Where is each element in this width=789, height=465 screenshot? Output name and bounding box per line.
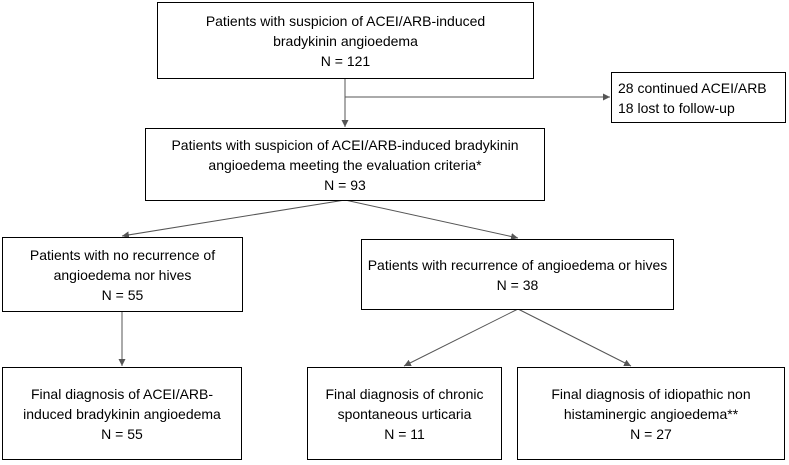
node-text-line: bradykinin angioedema	[273, 32, 418, 49]
node-excluded: 28 continued ACEI/ARB 18 lost to follow-…	[611, 72, 786, 123]
node-final-acei-arb: Final diagnosis of ACEI/ARB- induced bra…	[2, 367, 242, 460]
node-text-line: N = 121	[320, 52, 371, 69]
node-text-line: 28 continued ACEI/ARB	[618, 79, 767, 96]
node-text-line: Final diagnosis of chronic	[325, 385, 484, 402]
node-text-line: spontaneous urticaria	[337, 405, 472, 422]
node-final-idiopathic-angioedema: Final diagnosis of idiopathic non histam…	[517, 367, 785, 460]
arrow-evaluated-to-recurrence	[344, 199, 519, 240]
node-final-chronic-urticaria: Final diagnosis of chronic spontaneous u…	[307, 367, 502, 460]
node-text-line: 18 lost to follow-up	[618, 99, 735, 116]
node-text-line: N = 55	[101, 425, 143, 442]
node-no-recurrence: Patients with no recurrence of angioedem…	[2, 237, 243, 312]
node-text-line: Patients with recurrence of angioedema o…	[367, 256, 668, 273]
arrow-recurrence-to-final-csu	[403, 308, 519, 367]
node-text-line: Patients with suspicion of ACEI/ARB-indu…	[171, 136, 519, 153]
arrow-evaluated-to-no-recurrence	[121, 199, 346, 239]
node-text-line: angioedema meeting the evaluation criter…	[208, 156, 482, 173]
node-text-line: N = 11	[384, 425, 425, 442]
node-text-line: N = 55	[101, 286, 144, 303]
node-text-line: Final diagnosis of idiopathic non	[551, 385, 751, 402]
node-text-line: histaminergic angioedema**	[563, 405, 739, 422]
arrow-recurrence-to-final-idiopathic	[517, 308, 632, 367]
node-text-line: angioedema nor hives	[53, 266, 192, 283]
node-text-line: Patients with no recurrence of	[29, 246, 216, 263]
node-recurrence: Patients with recurrence of angioedema o…	[361, 239, 674, 310]
node-evaluation-criteria: Patients with suspicion of ACEI/ARB-indu…	[145, 128, 545, 201]
node-text-line: N = 27	[630, 425, 672, 442]
node-text-line: induced bradykinin angioedema	[23, 405, 221, 422]
node-initial-suspicion: Patients with suspicion of ACEI/ARB-indu…	[157, 2, 534, 79]
node-text-line: N = 93	[324, 176, 366, 193]
node-text-line: Final diagnosis of ACEI/ARB-	[30, 385, 214, 402]
node-text-line: N = 38	[496, 276, 539, 293]
node-text-line: Patients with suspicion of ACEI/ARB-indu…	[205, 12, 486, 29]
